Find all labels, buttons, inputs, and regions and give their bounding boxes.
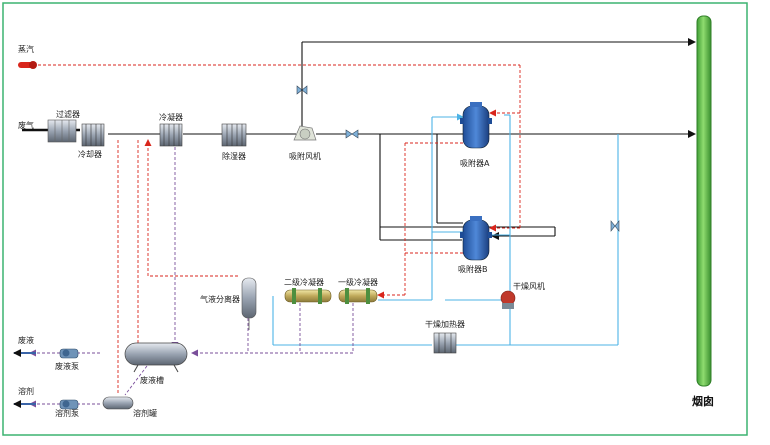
label-chimney: 烟囱 bbox=[692, 394, 714, 408]
label-waste-tank: 废液槽 bbox=[140, 375, 164, 385]
label-adsorber-b: 吸附器B bbox=[458, 264, 488, 274]
gas-liquid-separator-icon bbox=[241, 277, 257, 330]
demister-icon bbox=[221, 123, 247, 147]
label-dry-heater: 干燥加热器 bbox=[425, 319, 465, 329]
label-stage2-condenser: 二级冷凝器 bbox=[284, 277, 324, 287]
waste-tank-icon bbox=[124, 342, 188, 373]
steam-inlet-icon bbox=[18, 61, 37, 69]
label-drying-fan: 干燥风机 bbox=[513, 281, 545, 291]
solvent-pump-icon bbox=[59, 399, 79, 410]
label-solvent: 溶剂 bbox=[18, 386, 34, 396]
condenser-icon bbox=[159, 123, 183, 147]
valve-icon bbox=[610, 220, 620, 232]
valve-icon bbox=[296, 85, 308, 95]
label-waste-liquid: 废液 bbox=[18, 335, 34, 345]
cooler-icon bbox=[81, 123, 105, 147]
adsorption-fan-icon bbox=[293, 125, 317, 141]
stage1-condenser-icon bbox=[338, 288, 378, 304]
dry-heater-icon bbox=[433, 332, 457, 354]
label-stage1-condenser: 一级冷凝器 bbox=[338, 277, 378, 287]
solvent-tank-icon bbox=[102, 396, 134, 410]
label-solvent-pump: 溶剂泵 bbox=[55, 408, 79, 418]
liquid-lines bbox=[29, 142, 354, 408]
label-gas-liquid-separator: 气液分离器 bbox=[200, 294, 240, 304]
chimney bbox=[696, 15, 712, 387]
label-waste-pump: 废液泵 bbox=[55, 361, 79, 371]
label-waste-gas: 废气 bbox=[18, 120, 34, 130]
filter-icon bbox=[47, 119, 77, 143]
label-cooler: 冷却器 bbox=[78, 149, 102, 159]
label-condenser: 冷凝器 bbox=[159, 112, 183, 122]
adsorber-a-icon bbox=[460, 102, 492, 149]
label-solvent-tank: 溶剂罐 bbox=[133, 408, 157, 418]
steam-lines bbox=[38, 64, 521, 395]
adsorber-b-icon bbox=[460, 216, 492, 261]
label-adsorption-fan: 吸附风机 bbox=[289, 151, 321, 161]
label-steam: 蒸汽 bbox=[18, 44, 34, 54]
diagram-frame bbox=[2, 2, 748, 436]
label-adsorber-a: 吸附器A bbox=[460, 158, 490, 168]
cooling-lines bbox=[272, 113, 619, 346]
gas-lines bbox=[22, 38, 696, 241]
waste-pump-icon bbox=[59, 348, 79, 359]
stage2-condenser-icon bbox=[284, 288, 332, 304]
label-filter: 过滤器 bbox=[56, 109, 80, 119]
drying-fan-icon bbox=[500, 290, 516, 309]
label-demister: 除湿器 bbox=[222, 151, 246, 161]
valve-icon bbox=[345, 129, 359, 139]
